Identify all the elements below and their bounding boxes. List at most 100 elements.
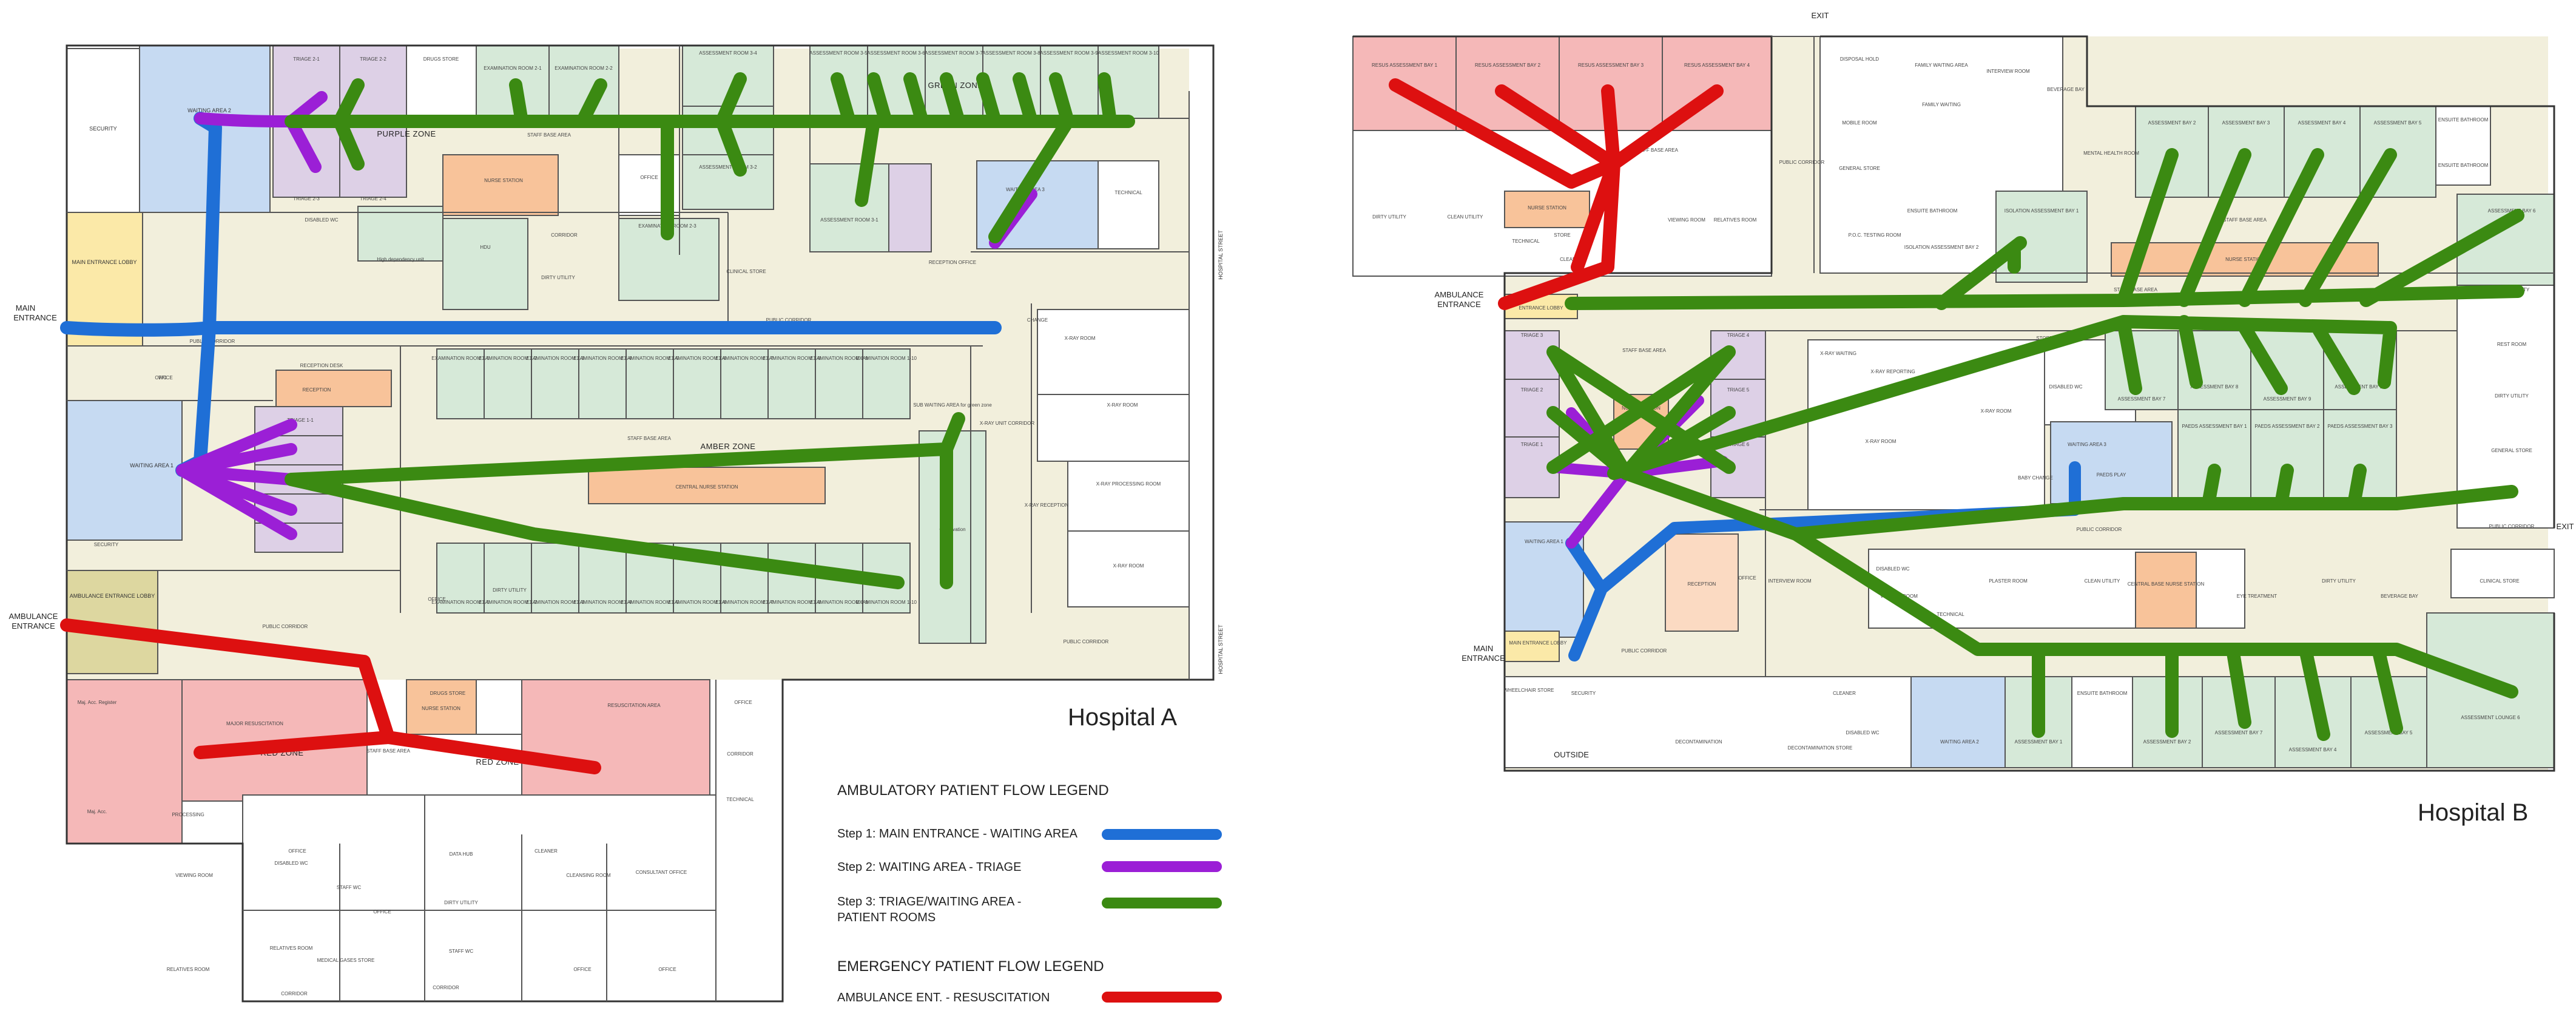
label-disabled-wc-a: DISABLED WC xyxy=(305,217,338,223)
flow-a-red xyxy=(60,618,601,774)
legend-emergency-title: EMERGENCY PATIENT FLOW LEGEND xyxy=(837,958,1104,975)
label-office-a-4: OFFICE xyxy=(658,967,676,972)
label-amber-zone: AMBER ZONE xyxy=(701,442,756,451)
label-security-a: SECURITY xyxy=(89,126,117,132)
label-staff-base-b-2: STAFF BASE AREA xyxy=(2114,287,2158,293)
label-hdu-a: HDU xyxy=(480,245,491,250)
label-amber-top-2: EXAMINATION ROOM 1-2 xyxy=(479,356,537,361)
label-amber-bottom-9: EXAMINATION ROOM 1-9 xyxy=(810,600,868,605)
label-amber-top-9: EXAMINATION ROOM 1-9 xyxy=(810,356,868,361)
label-ensuite-top-b-2: ENSUITE BATHROOM xyxy=(2438,163,2489,168)
label-nurse-station-b-1: NURSE STATION xyxy=(1528,205,1566,211)
label-public-corridor-b-4: PUBLIC CORRIDOR xyxy=(1622,648,1667,654)
label-nurse-purple-a: NURSE STATION xyxy=(484,178,523,183)
label-entrance-lobby-b: ENTRANCE LOBBY xyxy=(1519,305,1564,311)
label-office-a-5: OFFICE xyxy=(734,700,752,705)
room-security-a xyxy=(66,48,140,213)
label-amber-top-4: EXAMINATION ROOM 1-4 xyxy=(573,356,632,361)
legend-ambulatory-title: AMBULATORY PATIENT FLOW LEGEND xyxy=(837,782,1109,799)
label-technical-b: TECHNICAL xyxy=(1512,238,1540,244)
room-hdu xyxy=(442,218,528,310)
label-paeds-play-b: PAEDS PLAY xyxy=(2097,472,2126,478)
label-bay-bottom-4: ASSESSMENT BAY 5 xyxy=(2365,730,2413,736)
label-decon-store-b: DECONTAMINATION STORE xyxy=(1788,745,1853,751)
label-waiting-3-b: WAITING AREA 3 xyxy=(2068,442,2106,447)
label-amber-bottom-2: EXAMINATION ROOM 1-2 xyxy=(479,600,537,605)
label-assess-3-4: ASSESSMENT ROOM 3-4 xyxy=(699,50,757,56)
label-cleaner-b-2: CLEANER xyxy=(1833,691,1856,696)
label-staff-wc-a-2: STAFF WC xyxy=(449,949,474,954)
label-decon-b: DECONTAMINATION xyxy=(1675,739,1722,745)
flow-a-green-amber xyxy=(285,412,965,589)
label-wheelchair-b: WHEELCHAIR STORE xyxy=(1504,688,1554,693)
hospital-b-plan: RESUS ASSESSMENT BAY 1 RESUS ASSESSMENT … xyxy=(1352,11,2574,826)
label-assess-3-5: ASSESSMENT ROOM 3-5 xyxy=(809,50,868,56)
room-amber-top-5 xyxy=(625,348,674,419)
label-waiting-2-a: WAITING AREA 2 xyxy=(187,107,231,113)
room-xray-3-a xyxy=(1067,530,1190,607)
label-ensuite-b: ENSUITE BATHROOM xyxy=(1907,208,1958,214)
label-resus-2-b: RESUS ASSESSMENT BAY 2 xyxy=(1475,63,1541,68)
room-maj-acc-a xyxy=(66,679,183,844)
label-triage-2-2: TRIAGE 2-2 xyxy=(360,56,386,62)
label-amber-top-3: EXAMINATION ROOM 1-3 xyxy=(526,356,584,361)
label-general-store-b-2: GENERAL STORE xyxy=(2491,448,2532,453)
label-dirty-utility-a-2: DIRTY UTILITY xyxy=(444,900,478,905)
room-amber-top-10 xyxy=(862,348,911,419)
label-waiting-1-a: WAITING AREA 1 xyxy=(130,462,174,469)
label-exit-right-b: EXIT xyxy=(2557,522,2574,531)
label-bay-top-3: ASSESSMENT BAY 5 xyxy=(2374,120,2422,126)
label-amber-bottom-6: EXAMINATION ROOM 1-6 xyxy=(668,600,726,605)
room-xray-1-a xyxy=(1037,309,1190,395)
label-maj-acc-reg-a: Maj. Acc. Register xyxy=(78,700,117,705)
flow-b-blue xyxy=(1565,461,2081,661)
room-high-dependency xyxy=(357,206,443,262)
label-waiting-2-b: WAITING AREA 2 xyxy=(1940,739,1979,745)
label-xray-reporting-b: X-RAY REPORTING xyxy=(1870,369,1915,374)
label-assess-3-8: ASSESSMENT ROOM 3-8 xyxy=(982,50,1040,56)
label-data-hub-a: DATA HUB xyxy=(450,851,473,857)
label-general-store-b: GENERAL STORE xyxy=(1839,166,1880,171)
label-xray-1-a: X-RAY ROOM xyxy=(1065,336,1096,341)
label-consultant-a: CONSULTANT OFFICE xyxy=(636,870,687,875)
central-base-nurse-station-b xyxy=(2135,552,2197,629)
label-sub-waiting-green-a: SUB WAITING AREA for green zone xyxy=(913,402,992,408)
label-main-entrance-b-2: ENTRANCE xyxy=(1462,654,1505,663)
label-clean-utility-b: CLEAN UTILITY xyxy=(1448,214,1483,220)
label-dirty-utility-b-2: DIRTY UTILITY xyxy=(2495,393,2529,399)
label-public-corridor-b: PUBLIC CORRIDOR xyxy=(1779,160,1825,165)
label-corridor-a-4: CORRIDOR xyxy=(727,751,754,757)
label-disabled-wc-b-3: DISABLED WC xyxy=(1846,730,1879,736)
room-waiting-area-2-b xyxy=(1910,676,2006,768)
hospital-b-labels: RESUS ASSESSMENT BAY 1 RESUS ASSESSMENT … xyxy=(1372,11,2574,826)
room-amber-top-1 xyxy=(436,348,485,419)
label-xray-proc-a: X-RAY PROCESSING ROOM xyxy=(1096,481,1161,487)
room-amber-top-3 xyxy=(531,348,579,419)
hospital-b-title: Hospital B xyxy=(2418,799,2528,826)
label-change-a: CHANGE xyxy=(1027,317,1048,323)
label-resus-4-b: RESUS ASSESSMENT BAY 4 xyxy=(1684,63,1750,68)
label-bay-mid-0: ASSESSMENT BAY 7 xyxy=(2118,396,2166,402)
label-bay-top-2: ASSESSMENT BAY 4 xyxy=(2298,120,2346,126)
label-medical-gases-a: MEDICAL GASES STORE xyxy=(317,958,375,963)
label-reception-b: RECEPTION xyxy=(1688,581,1716,587)
label-lounge-b: ASSESSMENT LOUNGE 6 xyxy=(2461,715,2520,720)
label-paeds-1: PAEDS ASSESSMENT BAY 2 xyxy=(2254,424,2320,429)
legend-emergency1-label: AMBULANCE ENT. - RESUSCITATION xyxy=(837,991,1050,1004)
hospital-b-bottom-service xyxy=(1504,676,1912,768)
label-exam-2-1: EXAMINATION ROOM 2-1 xyxy=(484,66,542,71)
label-public-corridor-b-3: PUBLIC CORRIDOR xyxy=(2077,527,2122,532)
label-public-corridor-a-3: PUBLIC CORRIDOR xyxy=(766,317,812,323)
room-ensuite-bottom-b xyxy=(2071,676,2133,768)
label-waiting-1-b: WAITING AREA 1 xyxy=(1525,539,1563,544)
label-major-resus-a: MAJOR RESUSCITATION xyxy=(226,721,283,726)
label-cleansing-a: CLEANSING ROOM xyxy=(566,873,611,878)
label-xray-2-a: X-RAY ROOM xyxy=(1107,402,1138,408)
room-xray-2-a xyxy=(1037,394,1190,462)
label-xray-unit-a: X-RAY UNIT CORRIDOR xyxy=(980,421,1034,426)
legend-step1-label: Step 1: MAIN ENTRANCE - WAITING AREA xyxy=(837,827,1078,841)
label-clean-utility-b-3: CLEAN UTILITY xyxy=(2085,578,2120,584)
label-clinical-store-a: CLINICAL STORE xyxy=(726,269,766,274)
label-amber-top-7: EXAMINATION ROOM 1-7 xyxy=(715,356,774,361)
